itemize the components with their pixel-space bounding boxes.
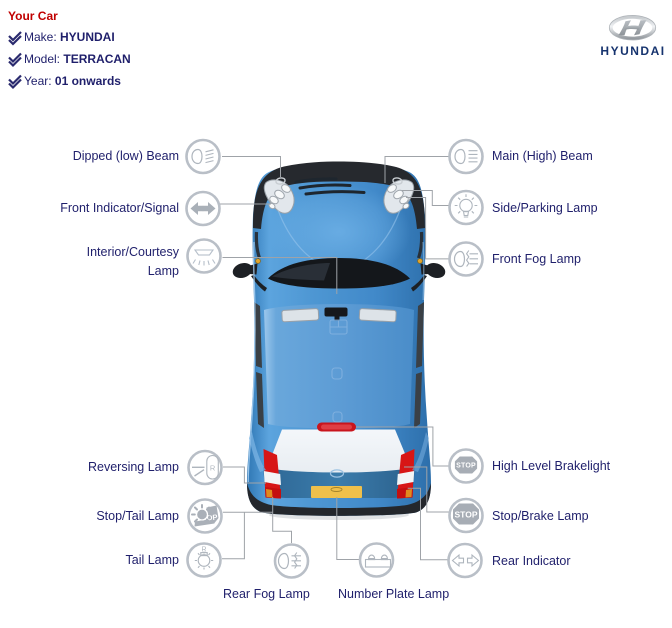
svg-text:STOP: STOP xyxy=(455,510,478,520)
svg-text:STOP: STOP xyxy=(456,463,476,470)
svg-text:R: R xyxy=(201,547,206,554)
svg-text:R: R xyxy=(210,464,216,473)
svg-text:HYUNDAI: HYUNDAI xyxy=(600,44,665,58)
svg-text:OP: OP xyxy=(206,512,218,522)
